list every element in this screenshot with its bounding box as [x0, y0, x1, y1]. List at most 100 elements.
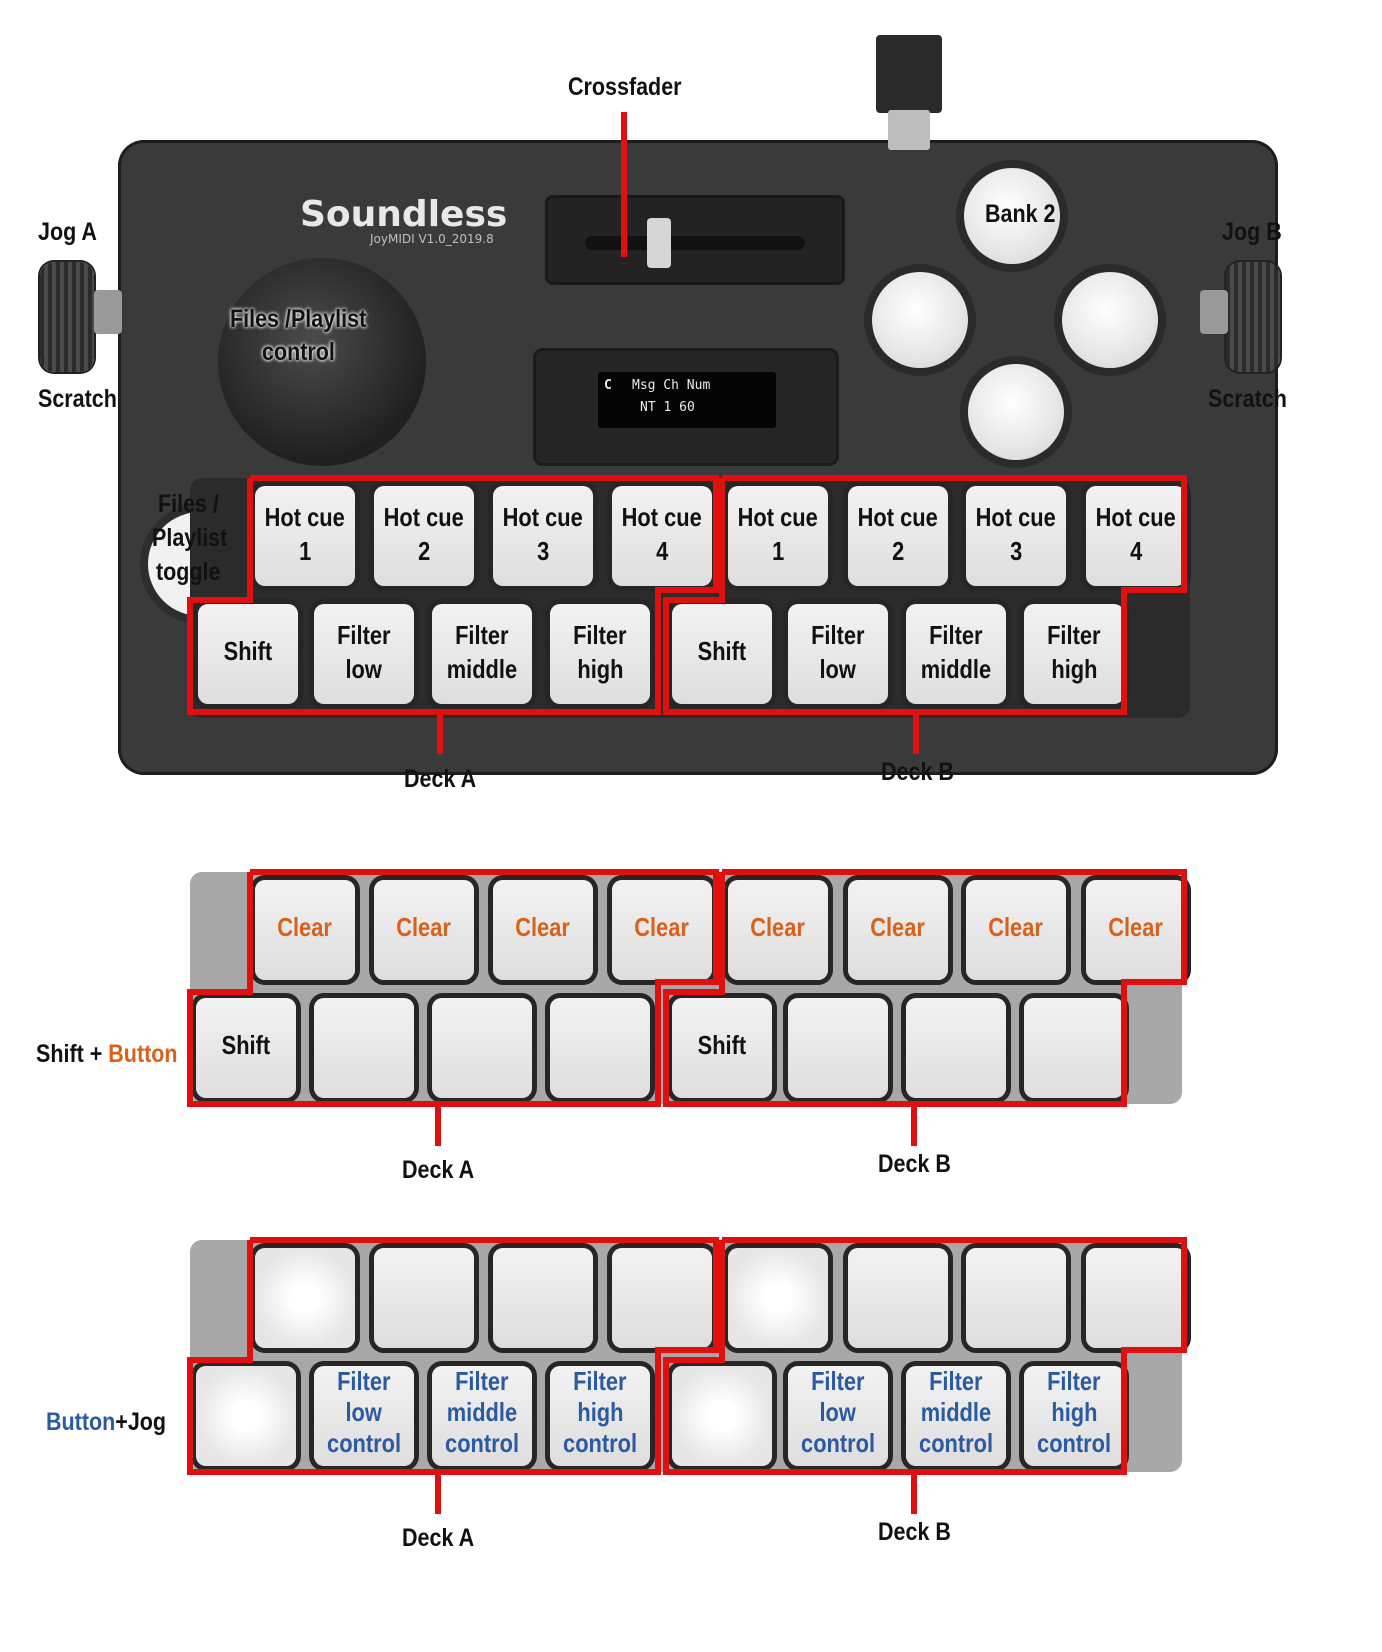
jog-a-stem [94, 290, 122, 334]
s2-deck-b-blank-3[interactable] [1024, 998, 1124, 1098]
s2-deck-b-clear-3[interactable]: Clear [966, 880, 1066, 980]
s3-deck-b-top-4[interactable] [1086, 1248, 1186, 1348]
round-button-bottom[interactable] [968, 364, 1064, 460]
s2-row-label: Shift + Button [36, 1040, 178, 1069]
s2-deck-b-clear-1[interactable]: Clear [728, 880, 828, 980]
crossfader-knob[interactable] [647, 218, 671, 268]
bank2-button[interactable] [964, 168, 1060, 264]
round-button-left[interactable] [872, 272, 968, 368]
s1-deck-b-label: Deck B [881, 758, 954, 786]
s3-deck-a-top-4[interactable] [612, 1248, 712, 1348]
s3-deck-b-outline [663, 1237, 1187, 1475]
label-scratch-left: Scratch [38, 385, 117, 413]
usb-plug [888, 110, 930, 150]
s3-deck-a-top-1[interactable] [255, 1248, 355, 1348]
screen-mini-label: C [604, 378, 612, 393]
s2-deck-a-pointer [435, 1104, 441, 1146]
jog-b-wheel[interactable] [1226, 262, 1280, 372]
joystick[interactable] [218, 258, 426, 466]
s3-deck-b-top-1[interactable] [728, 1248, 828, 1348]
label-jog-a: Jog A [38, 218, 97, 246]
section3-deck-outlines [187, 1237, 1187, 1475]
s1-deck-a-label: Deck A [404, 765, 477, 793]
s2-deck-b-blank-2[interactable] [906, 998, 1006, 1098]
s2-deck-a-shift[interactable]: Shift [196, 998, 296, 1098]
usb-cable [876, 35, 942, 113]
label-files-toggle-2: Playlist [152, 524, 228, 552]
label-files-playlist-control-2: control [262, 338, 335, 366]
crossfader-slot [585, 236, 805, 250]
label-scratch-right: Scratch [1208, 385, 1287, 413]
brand-logo: Soundless [300, 194, 508, 235]
s3-deck-b-top-3[interactable] [966, 1248, 1066, 1348]
jog-a-wheel[interactable] [40, 262, 94, 372]
s2-deck-a-clear-3[interactable]: Clear [493, 880, 593, 980]
s2-deck-a-clear-1[interactable]: Clear [255, 880, 355, 980]
s2-deck-b-clear-2[interactable]: Clear [848, 880, 948, 980]
s1-deck-a-pointer [437, 712, 443, 754]
s2-deck-a-clear-2[interactable]: Clear [374, 880, 474, 980]
s2-deck-a-label: Deck A [402, 1156, 475, 1184]
label-files-toggle-3: toggle [156, 558, 221, 586]
s2-deck-b-clear-4[interactable]: Clear [1086, 880, 1186, 980]
round-button-right[interactable] [1062, 272, 1158, 368]
s2-deck-b-blank-1[interactable] [788, 998, 888, 1098]
s3-row-label-button: Button [46, 1408, 116, 1436]
screen-row2: NT 1 60 [640, 400, 695, 415]
s3-deck-a-top-3[interactable] [493, 1248, 593, 1348]
section1-deck-outlines [187, 475, 1187, 715]
s2-deck-a-outline [187, 869, 719, 1107]
label-files-playlist-control-1: Files /Playlist [230, 305, 367, 333]
s2-deck-b-pointer [911, 1104, 917, 1146]
s2-deck-a-clear-4[interactable]: Clear [612, 880, 712, 980]
s3-deck-b-top-2[interactable] [848, 1248, 948, 1348]
s3-deck-a-pointer [435, 1472, 441, 1514]
s1-deck-a-shift[interactable]: Shift [198, 604, 298, 704]
screen-row1: Msg Ch Num [632, 378, 711, 393]
s2-row-label-button: Button [108, 1040, 178, 1068]
s1-deck-a-outline [187, 475, 719, 715]
section2-deck-outlines [187, 869, 1187, 1107]
s3-deck-a-shift[interactable] [196, 1366, 296, 1466]
model-text: JoyMIDI V1.0_2019.8 [370, 232, 494, 246]
s1-deck-b-pointer [913, 712, 919, 754]
s3-row-label-jog: +Jog [115, 1408, 167, 1436]
label-files-toggle-1: Files / [158, 490, 219, 518]
s2-deck-a-blank-2[interactable] [432, 998, 532, 1098]
s2-deck-b-shift[interactable]: Shift [672, 998, 772, 1098]
s2-deck-b-label: Deck B [878, 1150, 951, 1178]
label-bank2: Bank 2 [985, 200, 1056, 228]
s2-row-label-shift: Shift + [36, 1040, 109, 1068]
s2-deck-a-blank-3[interactable] [550, 998, 650, 1098]
s3-deck-a-label: Deck A [402, 1524, 475, 1552]
s2-deck-a-blank-1[interactable] [314, 998, 414, 1098]
s1-deck-b-shift[interactable]: Shift [672, 604, 772, 704]
label-jog-b: Jog B [1222, 218, 1282, 246]
s3-deck-a-top-2[interactable] [374, 1248, 474, 1348]
s3-deck-b-label: Deck B [878, 1518, 951, 1546]
crossfader-pointer [621, 112, 627, 257]
s3-deck-b-shift[interactable] [672, 1366, 772, 1466]
s3-deck-b-pointer [911, 1472, 917, 1514]
jog-b-stem [1200, 290, 1228, 334]
